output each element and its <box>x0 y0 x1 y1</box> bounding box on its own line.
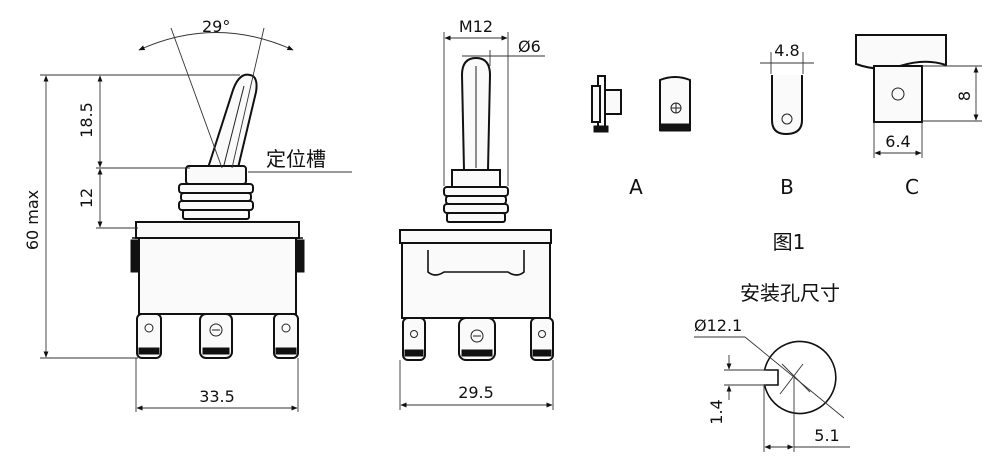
front-width-label: 33.5 <box>199 387 235 406</box>
key-offset-label: 5.1 <box>814 426 839 445</box>
bushing-height-label: 12 <box>77 188 96 208</box>
terminal-c-width-label: 6.4 <box>885 132 910 151</box>
slot-label: 定位槽 <box>266 147 326 171</box>
terminal-c-label: C <box>905 175 919 199</box>
figure-label: 图1 <box>773 230 806 254</box>
terminal-c: 8 6.4 C <box>855 34 982 199</box>
mounting-hole-label: 安装孔尺寸 <box>740 281 840 305</box>
lever-height-label: 18.5 <box>77 102 96 138</box>
angle-label: 29° <box>202 17 230 36</box>
lever-diameter-label: Ø6 <box>518 37 541 56</box>
key-width-label: 1.4 <box>707 399 726 424</box>
front-view: 29° 定位槽 18.5 12 60 max 33.5 <box>23 17 352 412</box>
mounting-hole: Ø12.1 1.4 5.1 <box>694 316 850 452</box>
side-view: M12 Ø6 29.5 <box>399 17 554 410</box>
terminal-c-height-label: 8 <box>955 91 974 101</box>
terminal-b-label: B <box>780 175 794 199</box>
side-bushing <box>451 169 501 188</box>
terminal-a: A <box>591 75 691 199</box>
front-bushing <box>185 165 247 185</box>
overall-height-label: 60 max <box>23 190 42 250</box>
side-terminals <box>402 317 554 361</box>
front-terminals <box>136 313 299 359</box>
hole-diameter-label: Ø12.1 <box>694 316 742 335</box>
front-body <box>138 237 297 315</box>
side-body <box>401 242 551 319</box>
hole-outline <box>763 340 837 415</box>
terminal-b-width-label: 4.8 <box>774 41 799 60</box>
front-lever <box>206 73 258 169</box>
thread-label: M12 <box>459 17 493 36</box>
terminal-a-label: A <box>629 175 643 199</box>
front-mount-plate <box>135 221 300 239</box>
side-width-label: 29.5 <box>458 383 494 402</box>
side-mount-plate <box>399 229 552 244</box>
terminal-b: 4.8 B <box>760 41 814 199</box>
